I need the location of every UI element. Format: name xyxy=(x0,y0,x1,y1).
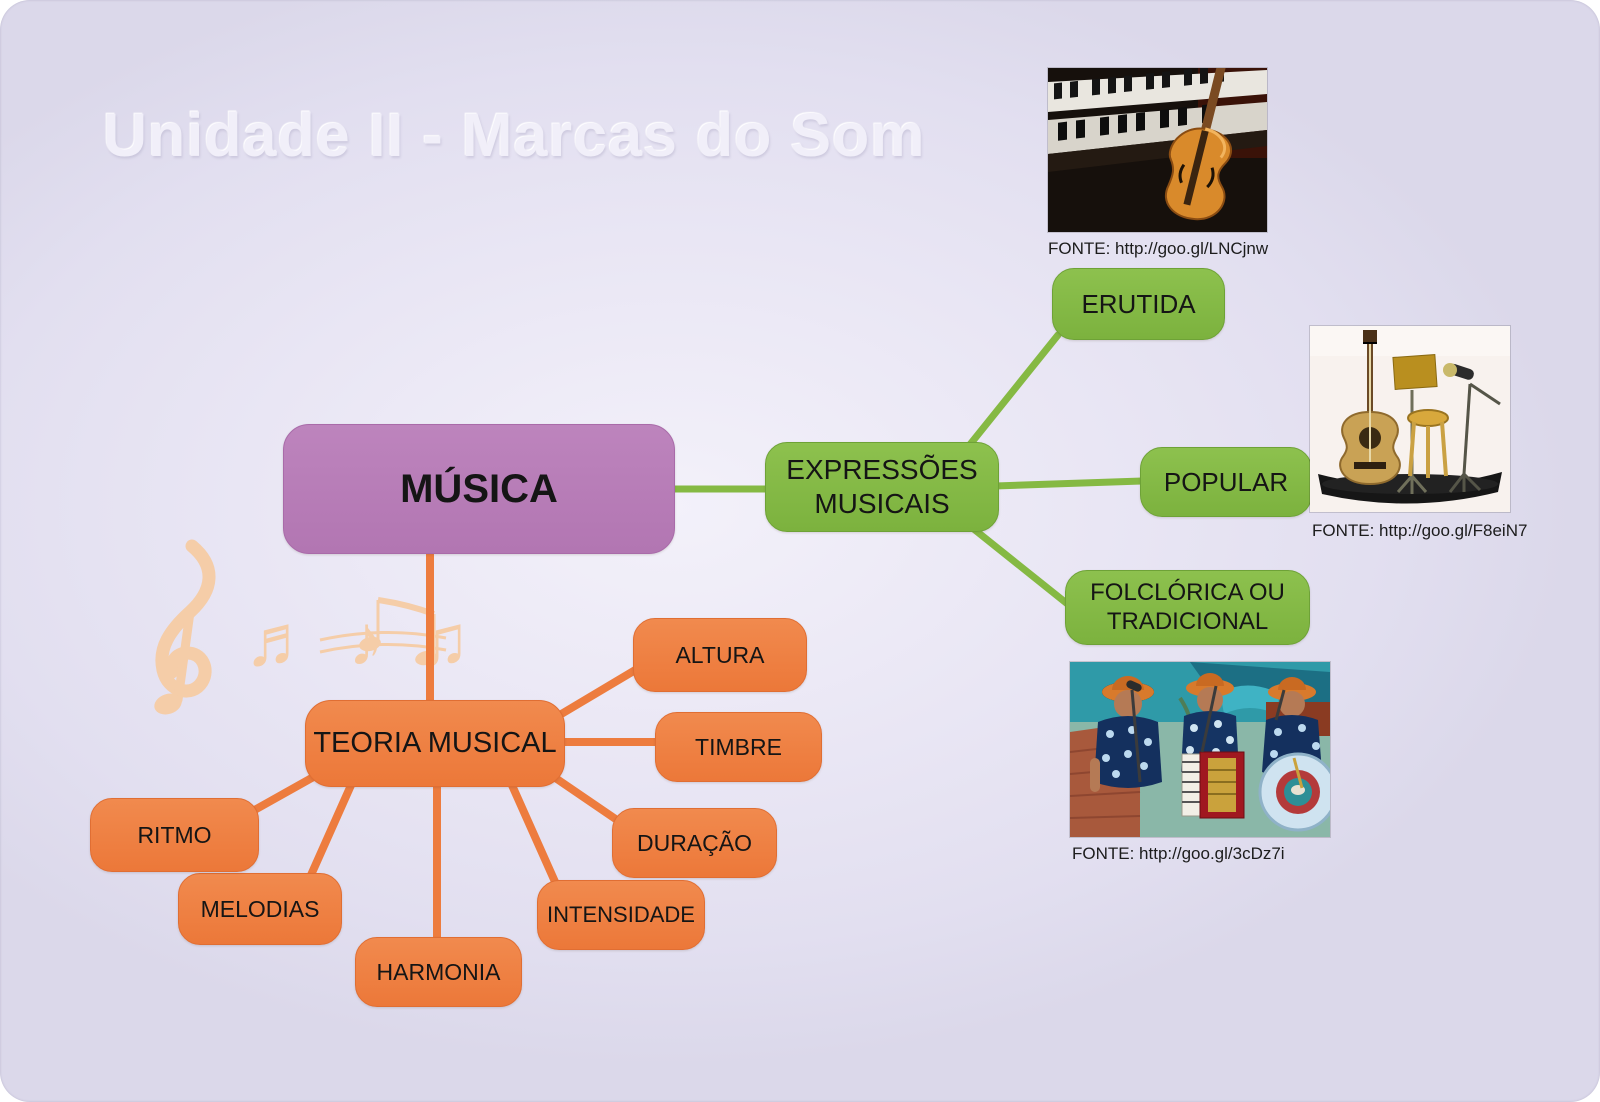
orange-connectors xyxy=(247,546,662,943)
node-erutida[interactable]: ERUTIDA xyxy=(1052,268,1225,340)
photo2-caption: FONTE: http://goo.gl/F8eiN7 xyxy=(1312,521,1528,540)
photo1-caption: FONTE: http://goo.gl/LNCjnw xyxy=(1048,239,1269,258)
photo3-caption: FONTE: http://goo.gl/3cDz7i xyxy=(1072,844,1285,863)
watermark-title: Unidade II - Marcas do Som xyxy=(103,101,926,169)
node-altura[interactable]: ALTURA xyxy=(633,618,807,692)
node-harmonia[interactable]: HARMONIA xyxy=(355,937,522,1007)
green-connectors xyxy=(669,331,1146,610)
node-timbre[interactable]: TIMBRE xyxy=(655,712,822,782)
node-expressoes-musicais[interactable]: EXPRESSÕES MUSICAIS xyxy=(765,442,999,532)
node-ritmo[interactable]: RITMO xyxy=(90,798,259,872)
node-folclorica-tradicional[interactable]: FOLCLÓRICA OU TRADICIONAL xyxy=(1065,570,1310,645)
node-musica[interactable]: MÚSICA xyxy=(283,424,675,554)
violin-on-piano-photo xyxy=(1048,68,1267,232)
node-duracao[interactable]: DURAÇÃO xyxy=(612,808,777,878)
node-popular[interactable]: POPULAR xyxy=(1140,447,1312,517)
node-melodias[interactable]: MELODIAS xyxy=(178,873,342,945)
treble-clef-decoration xyxy=(154,539,216,715)
guitar-stool-microphone-photo xyxy=(1310,326,1510,512)
folk-musicians-photo xyxy=(1070,662,1330,837)
node-teoria-musical[interactable]: TEORIA MUSICAL xyxy=(305,700,565,787)
node-intensidade[interactable]: INTENSIDADE xyxy=(537,880,705,950)
